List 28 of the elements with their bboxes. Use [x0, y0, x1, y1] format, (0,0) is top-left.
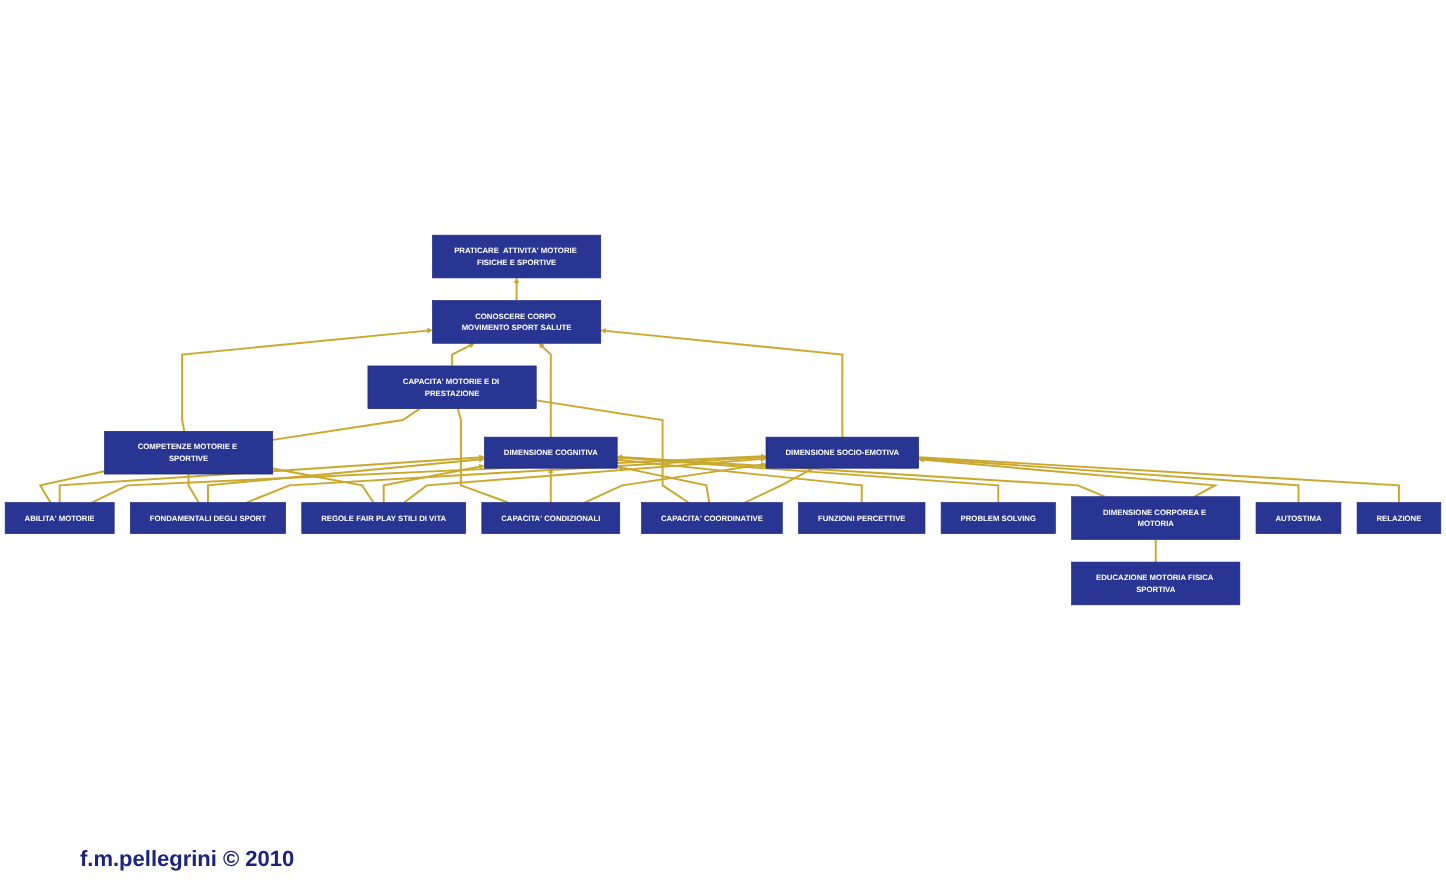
arrow — [600, 328, 844, 439]
connector — [535, 399, 690, 504]
arrow — [181, 327, 433, 433]
arrow — [743, 467, 814, 504]
connector — [917, 456, 1400, 504]
arrow — [918, 457, 1219, 498]
arrow — [245, 454, 767, 504]
connector — [271, 407, 421, 441]
connector — [38, 470, 106, 504]
arrow — [58, 454, 485, 504]
connector — [271, 467, 375, 504]
copyright-note: f.m.pellegrini © 2010 — [80, 848, 295, 872]
connector — [616, 458, 863, 504]
arrow — [616, 454, 1106, 498]
connector — [187, 473, 200, 504]
arrow — [451, 343, 475, 367]
arrow — [547, 467, 554, 504]
connector — [1154, 538, 1157, 564]
arrow — [616, 464, 711, 504]
arrow — [403, 456, 767, 504]
connector — [456, 407, 510, 504]
arrow — [583, 461, 767, 504]
arrow — [513, 277, 520, 302]
arrow — [382, 463, 485, 504]
connector — [917, 457, 1300, 504]
connector — [616, 456, 1000, 504]
arrow — [538, 343, 552, 439]
arrow — [207, 456, 485, 504]
